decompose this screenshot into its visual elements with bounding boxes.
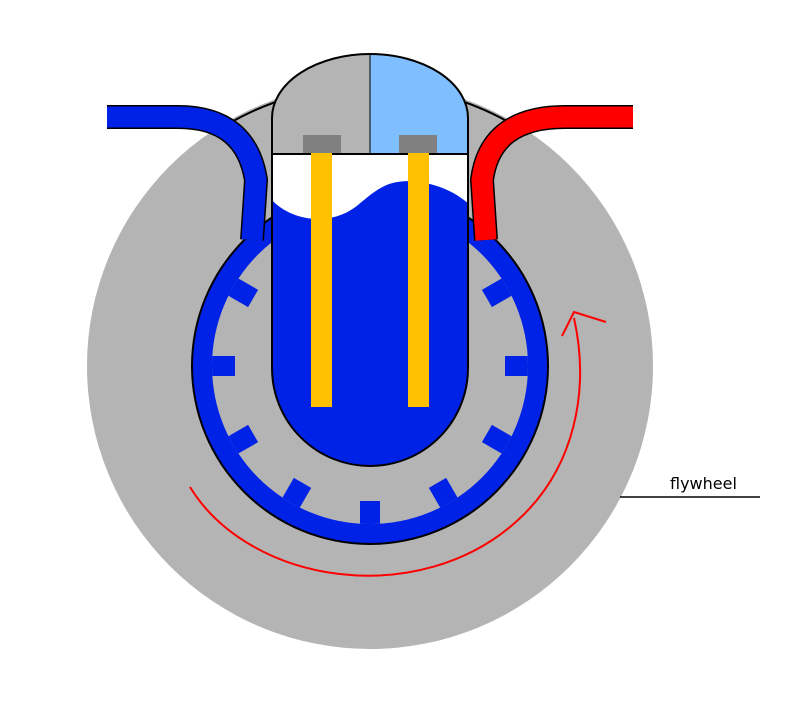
liquid: [272, 181, 468, 466]
right-electrode: [408, 153, 429, 407]
ring-tooth: [505, 356, 528, 376]
flywheel-label: flywheel: [670, 474, 737, 493]
hot-outlet-pipe: [469, 105, 633, 241]
dome-right: [370, 54, 468, 154]
ring-tooth: [360, 501, 380, 524]
chamber: [271, 53, 469, 467]
right-terminal-cap: [399, 135, 437, 153]
dome-left: [272, 54, 370, 154]
left-terminal-cap: [303, 135, 341, 153]
electrodes: [303, 135, 437, 407]
left-electrode: [311, 153, 332, 407]
curved-arrow-icon: [189, 310, 607, 577]
ring-tooth: [212, 356, 235, 376]
cold-inlet-pipe: [107, 105, 269, 241]
chamber-outline: [271, 53, 469, 467]
